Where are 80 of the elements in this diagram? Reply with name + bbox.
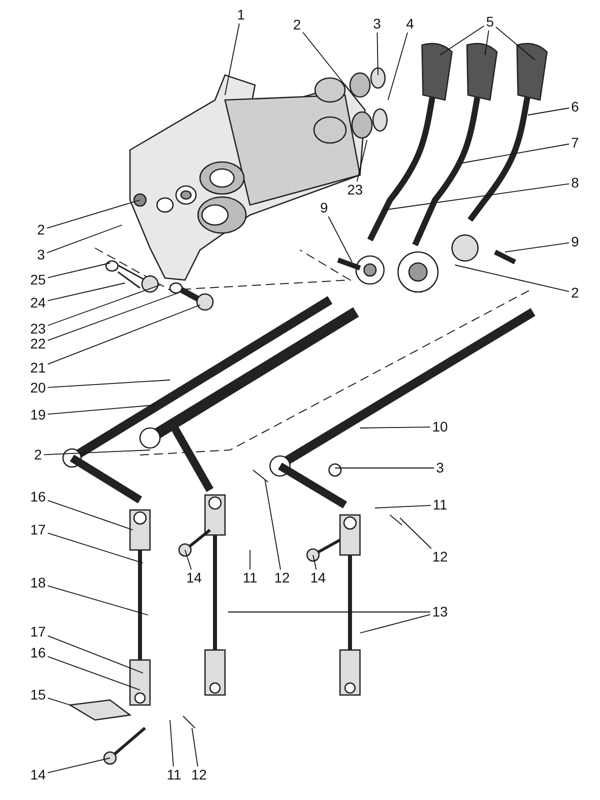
callout-number: 1 xyxy=(236,8,246,22)
leader-line xyxy=(384,183,570,210)
leader-line xyxy=(440,25,485,56)
callout-number: 3 xyxy=(372,16,382,32)
leader-line xyxy=(312,554,317,570)
leader-line xyxy=(47,304,200,365)
callout-number: 11 xyxy=(432,498,448,512)
callout-number: 17 xyxy=(29,522,47,538)
leader-line xyxy=(400,518,432,549)
leader-line xyxy=(376,32,378,76)
callout-number: 6 xyxy=(570,100,580,114)
leader-line xyxy=(495,26,536,60)
leader-line xyxy=(47,282,126,302)
callout-number: 8 xyxy=(570,176,580,190)
leader-line xyxy=(484,30,490,56)
callout-number: 25 xyxy=(29,272,47,288)
callout-number: 24 xyxy=(29,296,47,310)
leader-line xyxy=(264,480,281,570)
callout-number: 2 xyxy=(36,222,46,238)
leader-line xyxy=(360,426,431,428)
leader-line xyxy=(504,242,570,252)
callout-number: 9 xyxy=(570,234,580,250)
leader-line xyxy=(328,216,352,262)
leader-line xyxy=(388,32,408,100)
leader-line xyxy=(43,450,150,456)
leader-line xyxy=(47,262,110,278)
callout-number: 2 xyxy=(292,18,302,32)
leader-line xyxy=(47,635,144,674)
callout-number: 3 xyxy=(435,460,445,476)
leader-line xyxy=(47,758,110,774)
callout-number: 3 xyxy=(36,248,46,262)
leader-line xyxy=(47,404,156,415)
leader-line xyxy=(47,292,178,341)
callout-number: 5 xyxy=(485,14,495,30)
callout-number: 16 xyxy=(29,646,47,660)
callout-number: 14 xyxy=(29,768,47,782)
callout-number: 22 xyxy=(29,336,47,352)
leader-line xyxy=(462,144,570,164)
callout-number: 18 xyxy=(29,576,47,590)
callout-number: 10 xyxy=(431,420,449,434)
callout-number: 11 xyxy=(166,768,182,782)
leader-line xyxy=(528,108,570,116)
leader-line xyxy=(360,614,431,634)
leader-line xyxy=(47,500,134,530)
callout-number: 20 xyxy=(29,380,47,396)
callout-number: 2 xyxy=(570,286,580,300)
leader-line xyxy=(47,585,148,616)
leader-line xyxy=(47,532,144,564)
callout-number: 16 xyxy=(29,490,47,504)
callout-number: 12 xyxy=(431,550,449,564)
callout-number: 23 xyxy=(29,322,47,336)
leader-line xyxy=(374,504,432,508)
leader-line xyxy=(184,550,192,570)
callout-number: 11 xyxy=(242,570,258,586)
callout-number: 7 xyxy=(570,136,580,150)
leader-line xyxy=(46,224,122,254)
leader-line xyxy=(47,380,170,388)
leader-line xyxy=(302,32,346,86)
callout-number: 13 xyxy=(431,604,449,620)
callout-number: 17 xyxy=(29,624,47,640)
callout-number: 4 xyxy=(405,16,415,32)
leader-line xyxy=(454,264,570,292)
callout-number: 9 xyxy=(319,200,329,216)
leader-line xyxy=(192,728,198,767)
leader-line xyxy=(46,200,140,229)
callout-number: 14 xyxy=(309,570,327,586)
callout-number: 21 xyxy=(29,360,47,376)
callout-number: 12 xyxy=(273,570,291,586)
callout-number: 12 xyxy=(190,768,208,782)
leader-line xyxy=(47,284,160,326)
callout-number: 23 xyxy=(346,182,364,198)
leader-line xyxy=(47,656,140,690)
leader-line xyxy=(47,698,70,706)
callout-number: 14 xyxy=(185,570,203,586)
callout-number: 19 xyxy=(29,408,47,422)
leader-line xyxy=(170,720,174,767)
callout-number: 15 xyxy=(29,688,47,702)
leader-line xyxy=(224,23,240,96)
leader-line xyxy=(356,140,368,182)
callout-number: 2 xyxy=(33,448,43,462)
